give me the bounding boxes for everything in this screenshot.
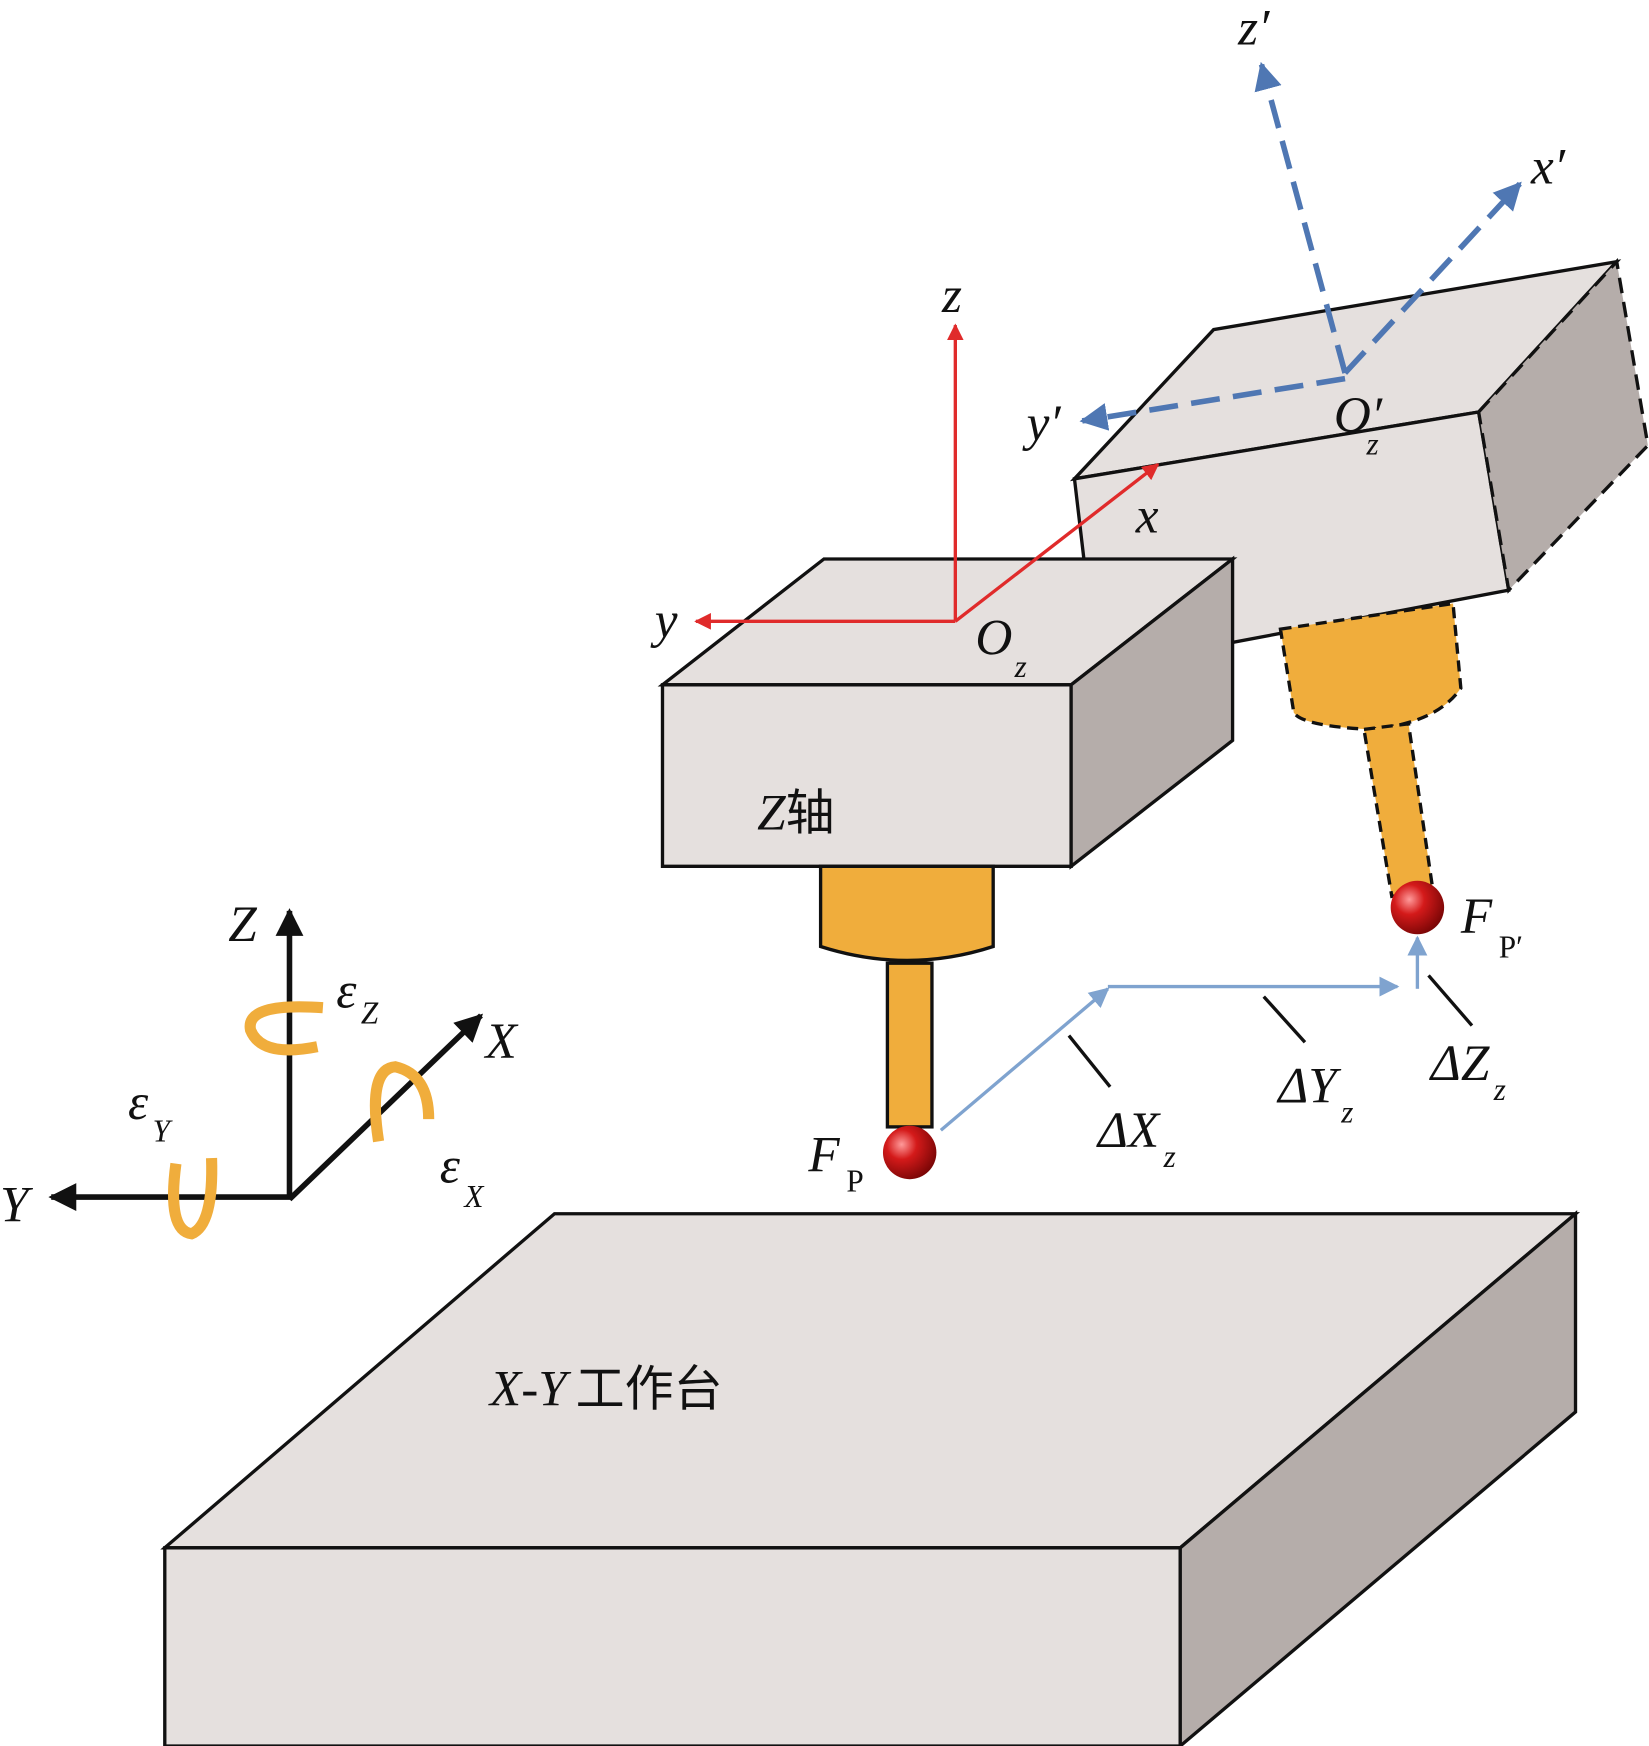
eps-z-rotation-icon <box>244 1001 324 1056</box>
global-x-axis <box>287 1013 484 1202</box>
rotation-arrows <box>168 1001 435 1240</box>
global-y-label: Y <box>0 1177 34 1234</box>
global-x-label: X <box>483 1013 518 1070</box>
table-side-face <box>1178 1210 1578 1746</box>
leader-lines <box>1067 974 1474 1088</box>
z-block-side-face <box>1069 555 1235 870</box>
global-axes <box>48 908 484 1211</box>
z-block-label: Z轴 <box>757 785 834 842</box>
x-label: x <box>1135 487 1159 544</box>
displaced-stylus <box>1362 721 1435 899</box>
fp-prime-label: FP′ <box>1460 888 1523 964</box>
eps-x-rotation-icon <box>369 1061 435 1143</box>
z-prime-label: z′ <box>1237 0 1270 57</box>
xy-table <box>160 1210 1581 1746</box>
eps-y-rotation-icon <box>168 1157 218 1240</box>
eps-x-label: εX <box>440 1138 486 1214</box>
y-prime-axis <box>1079 375 1346 431</box>
z-axis-block <box>657 555 1238 1129</box>
x-prime-label: x′ <box>1530 139 1566 196</box>
table-front-face <box>163 1546 1182 1746</box>
z-prime-axis <box>1254 61 1348 374</box>
displaced-side-face <box>1476 258 1649 594</box>
global-z-label: Z <box>228 896 257 953</box>
origin-label: Oz <box>975 610 1026 684</box>
y-prime-label: y′ <box>1022 395 1062 452</box>
displaced-probe-ball <box>1390 880 1445 935</box>
z-block-front-face <box>660 683 1073 868</box>
probe-stylus <box>885 961 934 1129</box>
local-axes <box>694 323 1160 630</box>
x-axis <box>954 463 1160 623</box>
probe-ball <box>882 1125 937 1180</box>
shifted-axes <box>1079 61 1522 431</box>
z-label: z <box>941 267 962 324</box>
delta-x-vector <box>939 987 1110 1132</box>
x-prime-axis <box>1342 181 1522 375</box>
o-prime-label: O′z <box>1334 387 1383 461</box>
probe-spindle <box>818 864 995 963</box>
error-vectors <box>939 935 1428 1132</box>
y-label: y <box>650 592 678 649</box>
